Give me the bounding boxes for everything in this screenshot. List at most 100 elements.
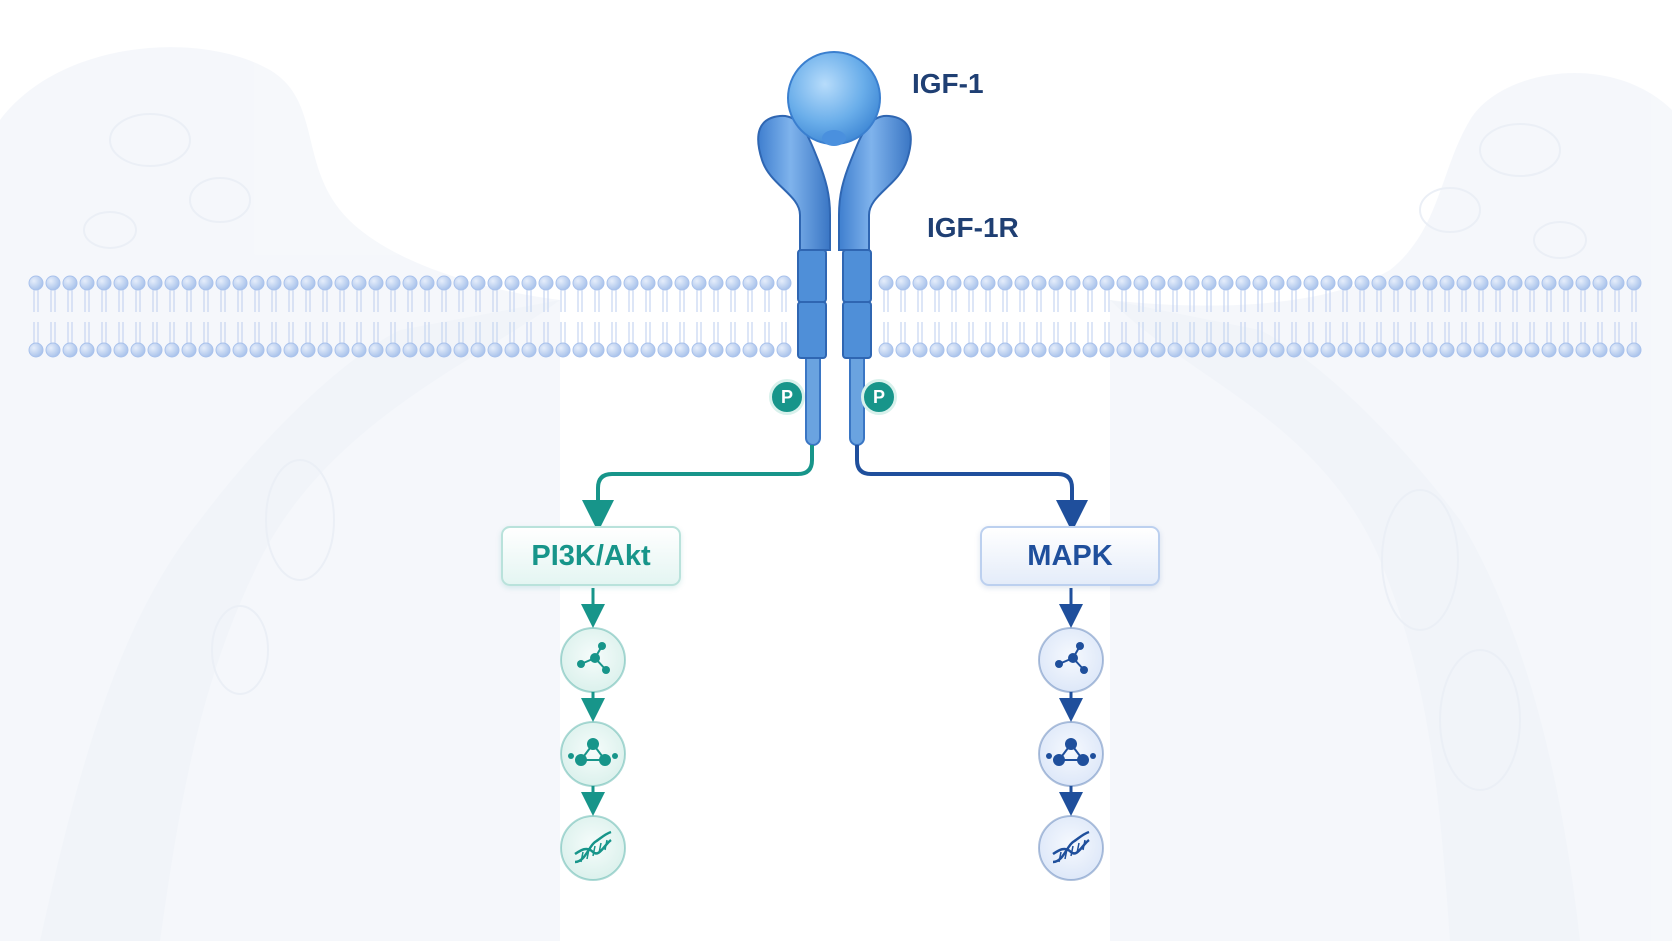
phospholipid [640, 275, 656, 358]
phospholipid [1541, 275, 1557, 358]
pi3k-akt-box: PI3K/Akt [501, 526, 681, 586]
phospholipid [1388, 275, 1404, 358]
ligand-label: IGF-1 [912, 68, 984, 99]
phospholipid [1099, 275, 1115, 358]
phospholipid [62, 275, 78, 358]
phospholipid [1626, 275, 1642, 358]
phospholipid [606, 275, 622, 358]
phospholipid [980, 275, 996, 358]
phospholipid [1337, 275, 1353, 358]
phospholipid [130, 275, 146, 358]
bone-background [0, 47, 1672, 941]
phospholipid [368, 275, 384, 358]
phospholipid [1133, 275, 1149, 358]
phospholipid [385, 275, 401, 358]
dna-icon [1038, 815, 1104, 881]
mapk-box: MAPK [980, 526, 1160, 586]
phospholipid [334, 275, 350, 358]
phospholipid [1456, 275, 1472, 358]
phospholipid [419, 275, 435, 358]
phospholipid [215, 275, 231, 358]
phospholipid [657, 275, 673, 358]
phospholipid [1235, 275, 1251, 358]
molecule-icon [560, 627, 626, 693]
phospholipid [1184, 275, 1200, 358]
phospholipid [1320, 275, 1336, 358]
phospholipid [725, 275, 741, 358]
molecular-cluster-icon [560, 721, 626, 787]
phospholipid [1303, 275, 1319, 358]
phospholipid [1014, 275, 1030, 358]
phospholipid [1558, 275, 1574, 358]
phospholipid [878, 275, 894, 358]
phospholipid [572, 275, 588, 358]
phospholipid [1439, 275, 1455, 358]
phospholipid [164, 275, 180, 358]
phospholipid [470, 275, 486, 358]
phospholipid [266, 275, 282, 358]
phospholipid [1609, 275, 1625, 358]
phospholipid [1065, 275, 1081, 358]
phospholipid [487, 275, 503, 358]
phospholipid [1575, 275, 1591, 358]
phospholipid [113, 275, 129, 358]
phospholipid [351, 275, 367, 358]
phospholipid [1490, 275, 1506, 358]
phospholipid [1269, 275, 1285, 358]
phospholipid [147, 275, 163, 358]
phospholipid [1082, 275, 1098, 358]
phospholipid [895, 275, 911, 358]
phospholipid [79, 275, 95, 358]
phospholipid [1218, 275, 1234, 358]
phospholipid [402, 275, 418, 358]
molecular-cluster-icon [1038, 721, 1104, 787]
phospholipid [28, 275, 44, 358]
phospholipid [589, 275, 605, 358]
phosphate-badge-left: P [769, 379, 805, 415]
phospholipid [249, 275, 265, 358]
phospholipid [555, 275, 571, 358]
phospholipid [300, 275, 316, 358]
phospholipid [1422, 275, 1438, 358]
cell-membrane [28, 275, 1642, 358]
phospholipid [504, 275, 520, 358]
phospholipid [283, 275, 299, 358]
phospholipid [96, 275, 112, 358]
dna-icon [560, 815, 626, 881]
phospholipid [691, 275, 707, 358]
phospholipid [317, 275, 333, 358]
pi3k-cascade [560, 588, 626, 881]
phospholipid [912, 275, 928, 358]
phospholipid [1116, 275, 1132, 358]
phospholipid [674, 275, 690, 358]
phospholipid [232, 275, 248, 358]
phosphate-badge-right: P [861, 379, 897, 415]
phospholipid [1592, 275, 1608, 358]
phospholipid [436, 275, 452, 358]
phospholipid [538, 275, 554, 358]
phospholipid [1167, 275, 1183, 358]
phospholipid [759, 275, 775, 358]
phospholipid [1524, 275, 1540, 358]
phospholipid [1371, 275, 1387, 358]
phospholipid [198, 275, 214, 358]
phospholipid [742, 275, 758, 358]
phospholipid [708, 275, 724, 358]
phospholipid [946, 275, 962, 358]
phospholipid [1507, 275, 1523, 358]
phospholipid [1473, 275, 1489, 358]
phospholipid [181, 275, 197, 358]
phospholipid [1405, 275, 1421, 358]
phospholipid [1354, 275, 1370, 358]
phospholipid [1286, 275, 1302, 358]
phospholipid [521, 275, 537, 358]
molecule-icon [1038, 627, 1104, 693]
phospholipid [453, 275, 469, 358]
pathway-arrows [582, 445, 1088, 532]
phospholipid [1150, 275, 1166, 358]
phospholipid [776, 275, 792, 358]
phospholipid [997, 275, 1013, 358]
phospholipid [1201, 275, 1217, 358]
